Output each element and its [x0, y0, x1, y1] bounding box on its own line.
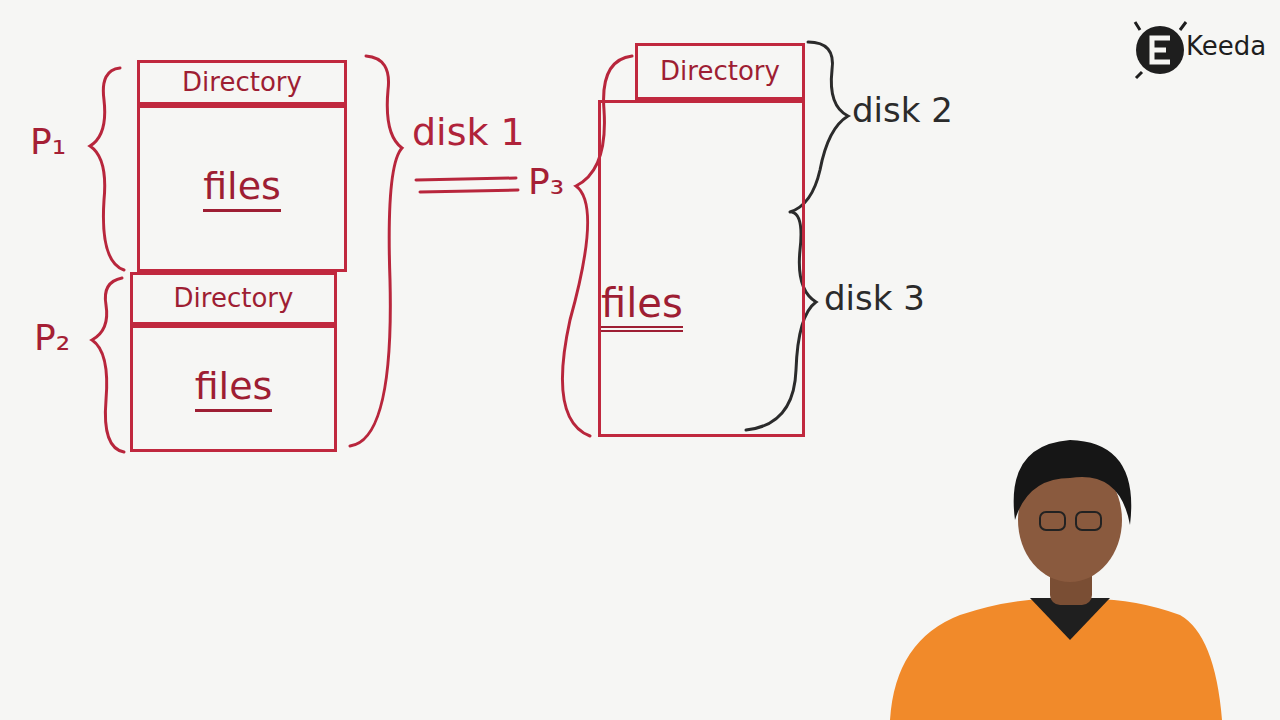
files-area: files: [130, 325, 337, 452]
directory-text: Directory: [182, 68, 302, 98]
files-text: files: [601, 280, 683, 332]
brace: [746, 212, 816, 430]
logo-mark: [1135, 22, 1186, 78]
brace: [90, 68, 124, 270]
logo-text: Keeda: [1186, 32, 1266, 61]
partition-label: P₂: [34, 318, 70, 358]
directory-area: Directory: [635, 43, 805, 100]
equals-line: [420, 190, 518, 192]
brace: [790, 42, 848, 212]
directory-area: Directory: [130, 272, 337, 325]
disk-label: disk 1: [412, 112, 525, 154]
directory-area: Directory: [137, 60, 347, 105]
directory-text: Directory: [174, 284, 294, 314]
partition-label: P₁: [30, 122, 66, 162]
disk-label: disk 3: [824, 280, 925, 317]
files-area: files: [137, 105, 347, 272]
partition-label: P₃: [528, 162, 564, 202]
directory-text: Directory: [660, 57, 780, 87]
files-text: files: [203, 165, 281, 212]
files-text: files: [195, 365, 273, 412]
brace: [92, 278, 124, 452]
equals-line: [416, 178, 516, 180]
brace: [350, 56, 402, 446]
files-area: files: [598, 100, 805, 437]
disk-label: disk 2: [852, 92, 953, 129]
presenter: [890, 440, 1222, 720]
